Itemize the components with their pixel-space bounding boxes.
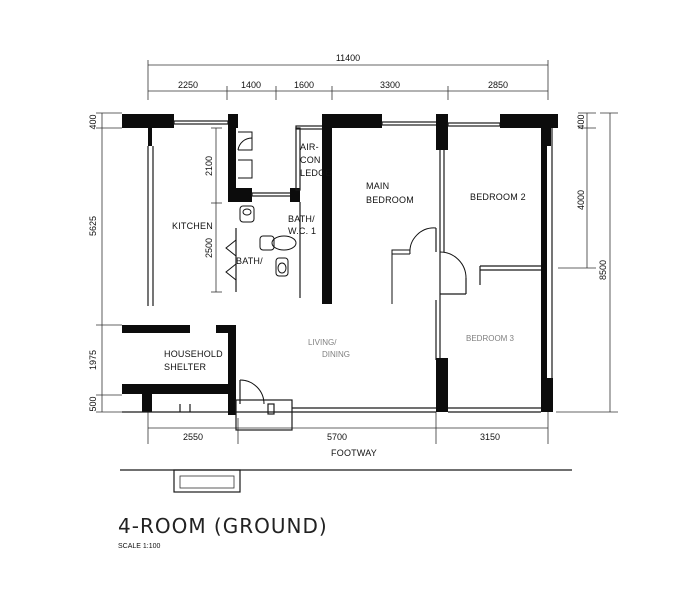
top-dimension-chain: 11400 2250 1400 1600 3300 2850: [147, 53, 549, 100]
label-kitchen: KITCHEN: [172, 221, 213, 231]
dim-top-4: 3300: [380, 80, 400, 90]
dim-inner-2: 2500: [204, 238, 214, 258]
label-footway: FOOTWAY: [331, 448, 377, 458]
label-aircon-line2: CON: [300, 155, 321, 165]
dim-bottom-3: 3150: [480, 432, 500, 442]
dim-top-2: 1400: [241, 80, 261, 90]
room-labels: KITCHEN BATH/ W.C. 1 BATH/ AIR- CON LEDG…: [164, 142, 526, 458]
dim-bottom-1: 2550: [183, 432, 203, 442]
dim-top-3: 1600: [294, 80, 314, 90]
label-bedroom-3: BEDROOM 3: [466, 334, 515, 343]
dim-bottom-2: 5700: [327, 432, 347, 442]
plan-title: 4-ROOM (GROUND): [118, 514, 328, 538]
plan-scale: SCALE 1:100: [118, 543, 161, 550]
label-aircon-line1: AIR-: [300, 142, 319, 152]
dim-right-1: 400: [576, 114, 586, 129]
doors-fixtures: [225, 131, 467, 415]
label-bath-wc1-line2: W.C. 1: [288, 226, 316, 236]
label-shelter-line1: HOUSEHOLD: [164, 349, 223, 359]
label-aircon-line3: LEDGE: [300, 168, 332, 178]
dim-left-3: 1975: [88, 350, 98, 370]
label-main-bedroom-line1: MAIN: [366, 181, 389, 191]
dim-overall-top: 11400: [336, 53, 360, 63]
left-dimension-chain: 400 5625 1975 500 2100 2500: [88, 112, 222, 413]
label-main-bedroom-line2: BEDROOM: [366, 195, 414, 205]
label-living-line2: DINING: [322, 350, 350, 359]
dim-top-1: 2250: [178, 80, 198, 90]
footway-line: [120, 469, 572, 493]
dim-top-5: 2850: [488, 80, 508, 90]
dim-inner-1: 2100: [204, 156, 214, 176]
bottom-dimension-chain: 2550 5700 3150: [147, 412, 549, 444]
dim-left-4: 500: [88, 396, 98, 411]
label-bath-2: BATH/: [236, 256, 263, 266]
dim-right-overall: 8500: [598, 260, 608, 280]
dim-right-2: 4000: [576, 190, 586, 210]
dim-left-1: 400: [88, 114, 98, 129]
dim-left-2: 5625: [88, 216, 98, 236]
label-shelter-line2: SHELTER: [164, 362, 207, 372]
walls: [122, 114, 558, 431]
label-living-line1: LIVING/: [308, 338, 337, 347]
label-bedroom-2: BEDROOM 2: [470, 192, 526, 202]
label-bath-wc1-line1: BATH/: [288, 214, 315, 224]
right-dimension-chain: 400 4000 8500: [556, 112, 618, 413]
